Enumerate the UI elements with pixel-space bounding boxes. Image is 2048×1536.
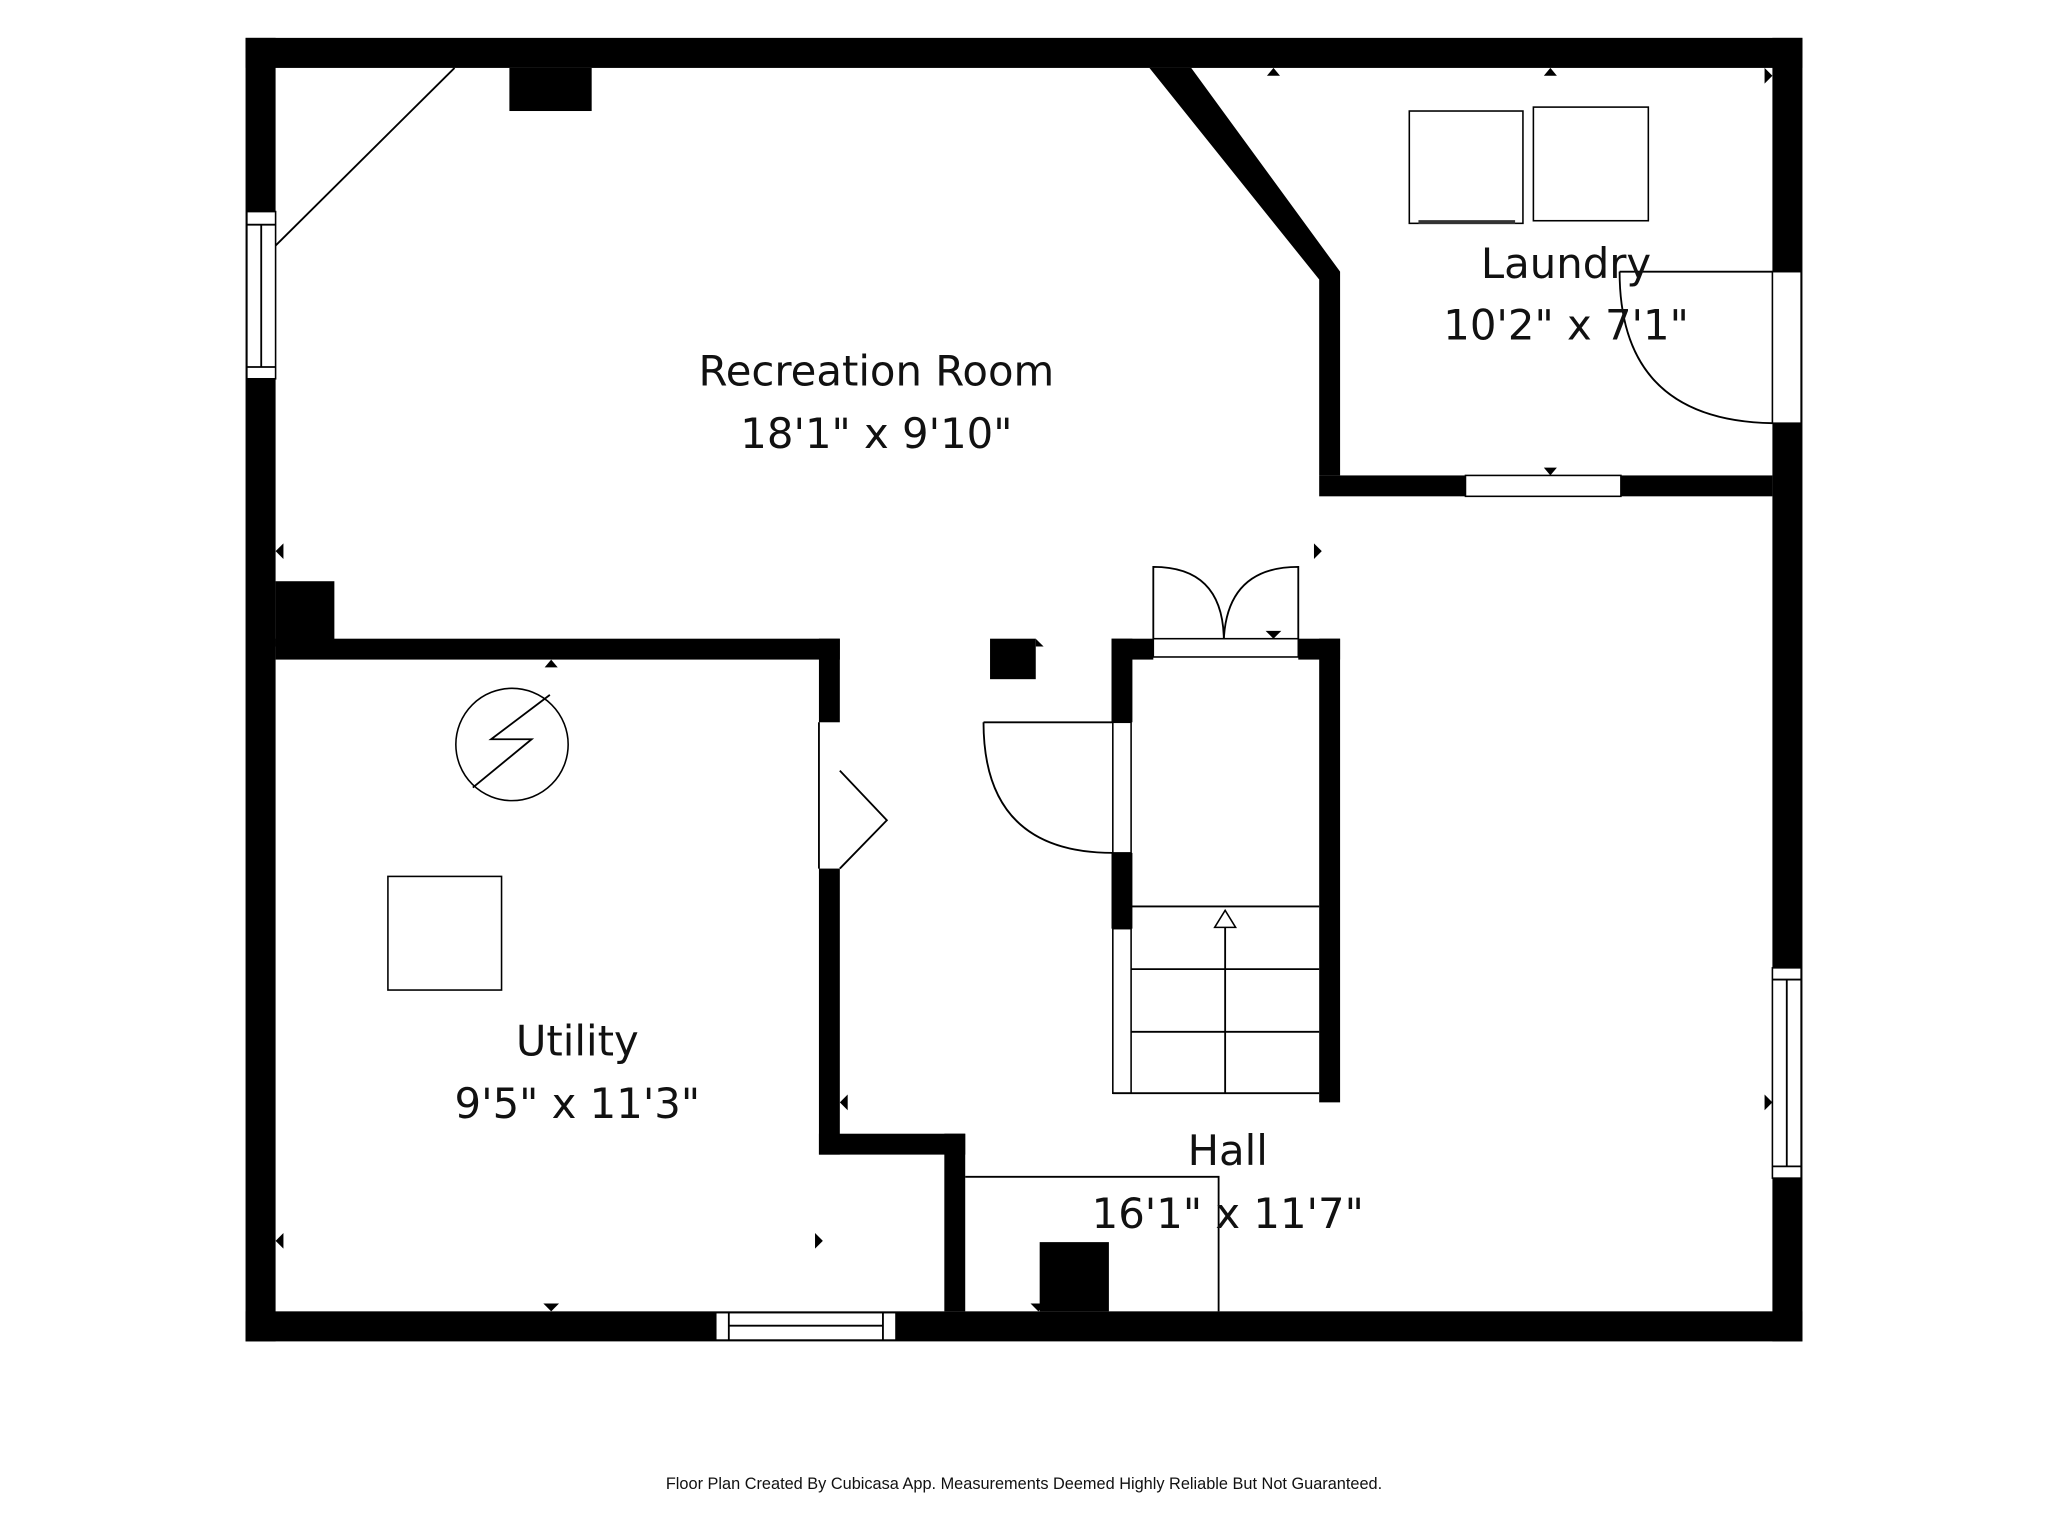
dryer-icon <box>1532 106 1650 222</box>
window-laundry-right <box>1771 270 1802 424</box>
laundry-walls <box>1149 67 1773 497</box>
column-block-bottom <box>1039 1242 1109 1312</box>
room-dimensions: 9'5" x 11'3" <box>455 1079 701 1128</box>
laundry-doorway[interactable] <box>1464 474 1622 498</box>
room-label-utility: Utility 9'5" x 11'3" <box>455 1016 701 1128</box>
footer-disclaimer: Floor Plan Created By Cubicasa App. Meas… <box>666 1475 1382 1493</box>
staircase-up <box>1112 905 1320 1095</box>
room-dimensions: 18'1" x 9'10" <box>740 409 1012 458</box>
room-name: Recreation Room <box>699 346 1055 395</box>
window-hall-right <box>1771 967 1802 1179</box>
utility-door[interactable] <box>818 722 889 870</box>
room-label-laundry: Laundry 10'2" x 7'1" <box>1443 239 1689 349</box>
stair-arrow-icon <box>1213 908 1237 929</box>
room-name: Hall <box>1188 1126 1268 1175</box>
column-block-left <box>275 581 335 647</box>
measurement-markers <box>275 67 1773 1312</box>
window-utility-bottom <box>714 1311 897 1341</box>
stair-double-door[interactable] <box>1152 565 1300 658</box>
column-block-top <box>509 67 592 112</box>
stair-side-door[interactable] <box>982 721 1132 854</box>
utility-walls <box>275 638 966 1312</box>
hall-closet-outline <box>965 1175 1220 1312</box>
room-name: Laundry <box>1481 239 1651 288</box>
room-dimensions: 16'1" x 11'7" <box>1092 1189 1364 1238</box>
washer-icon <box>1408 110 1524 225</box>
water-heater-box <box>387 875 503 991</box>
electrical-panel-icon <box>455 687 569 802</box>
laundry-door[interactable] <box>1618 270 1773 425</box>
exterior-walls <box>245 37 1803 1342</box>
room-dimensions: 10'2" x 7'1" <box>1443 301 1689 350</box>
room-name: Utility <box>516 1016 639 1065</box>
room-label-hall: Hall 16'1" x 11'7" <box>1092 1126 1364 1238</box>
window-recreation-left <box>246 210 277 380</box>
corner-diagonal-line <box>274 67 456 247</box>
room-label-recreation: Recreation Room 18'1" x 9'10" <box>699 346 1055 458</box>
stair-walls <box>1111 638 1341 1103</box>
column-block-center <box>990 638 1036 680</box>
